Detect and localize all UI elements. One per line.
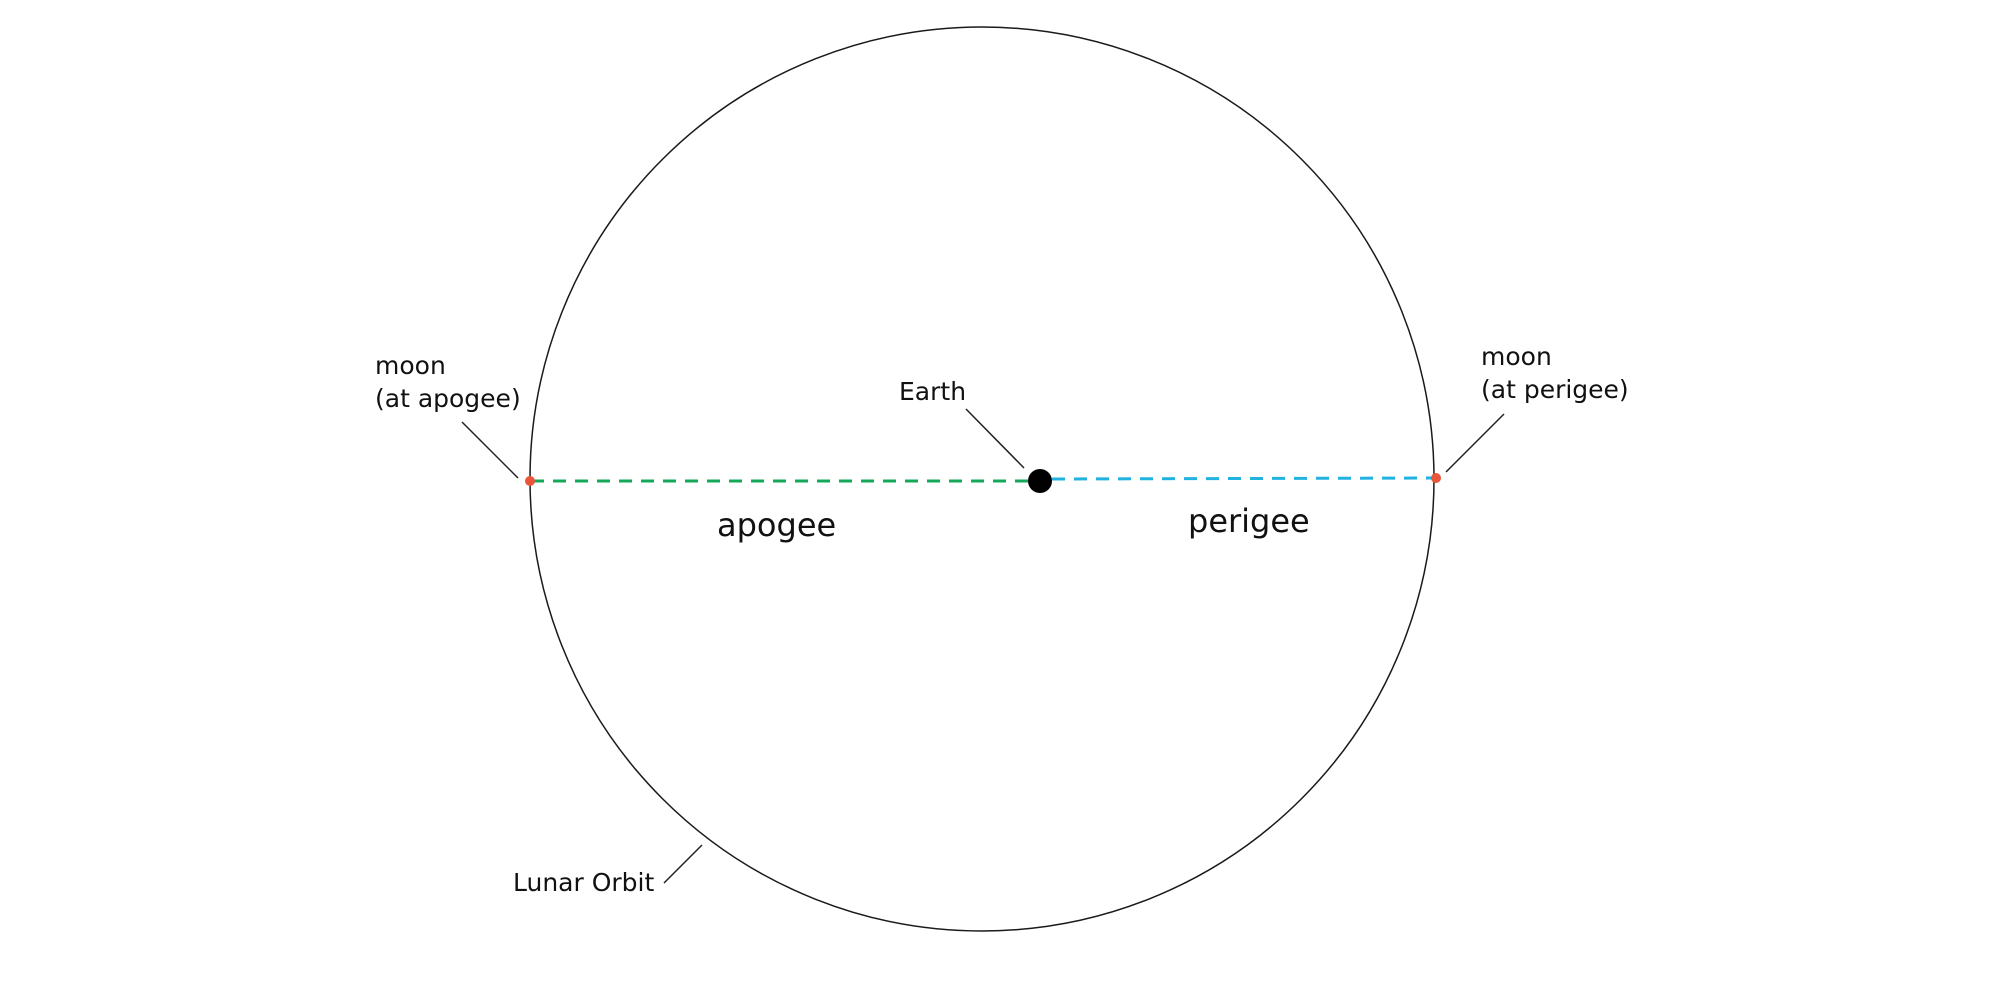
perigee-label: perigee	[1188, 502, 1310, 540]
perigee-distance-line	[1051, 476, 1435, 481]
moon-at-apogee-icon	[525, 476, 535, 486]
apogee-label: apogee	[717, 506, 836, 544]
moon-perigee-label-line2: (at perigee)	[1481, 375, 1629, 404]
moon-apogee-label-line1: moon	[375, 351, 446, 380]
moon-perigee-leader-line	[1445, 413, 1505, 473]
lunar-orbit-label: Lunar Orbit	[513, 868, 654, 897]
moon-apogee-leader-line	[461, 421, 519, 479]
earth-leader-line	[965, 408, 1025, 469]
lunar-orbit-leader-line	[663, 844, 703, 884]
moon-perigee-label-line1: moon	[1481, 342, 1552, 371]
moon-apogee-label-line2: (at apogee)	[375, 384, 521, 413]
earth-label: Earth	[899, 377, 966, 406]
moon-at-perigee-icon	[1431, 473, 1441, 483]
earth-icon	[1028, 469, 1052, 493]
